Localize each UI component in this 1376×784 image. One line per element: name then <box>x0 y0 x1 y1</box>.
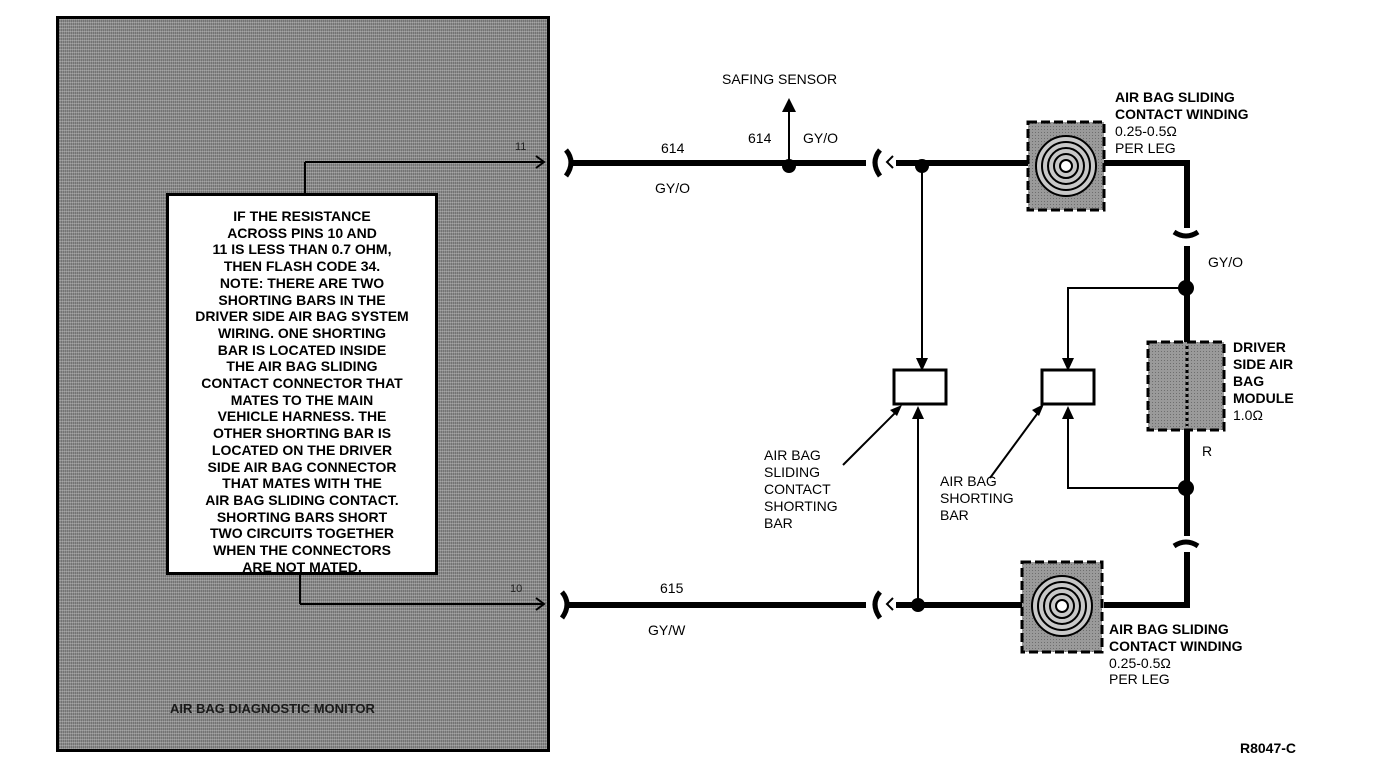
note-line: ARE NOT MATED. <box>242 558 362 575</box>
pin-11-label: 11 <box>515 141 526 153</box>
circuit-615-label: 615 <box>660 580 684 596</box>
winding-bottom-label-2: CONTACT WINDING <box>1109 638 1243 654</box>
connector-615-left <box>559 590 570 620</box>
contact-shorting-bar-label-3: CONTACT <box>764 481 831 497</box>
contact-shorting-bar-label-2: SLIDING <box>764 464 821 480</box>
note-line: AIR BAG SLIDING CONTACT. <box>205 491 399 508</box>
note-line: SIDE AIR BAG CONNECTOR <box>207 458 397 475</box>
circuit-614-right-label: 614 <box>748 130 772 146</box>
figure-id: R8047-C <box>1240 740 1297 756</box>
note-line: DRIVER SIDE AIR BAG SYSTEM <box>195 308 409 325</box>
note-line: WIRING. ONE SHORTING <box>218 324 386 341</box>
note-line: THEN FLASH CODE 34. <box>223 258 381 275</box>
contact-shorting-bar-label-5: BAR <box>764 515 793 531</box>
circuit-614-left-label: 614 <box>661 140 685 156</box>
note-line: BAR IS LOCATED INSIDE <box>217 341 387 358</box>
note-line: WHEN THE CONNECTORS <box>213 542 391 559</box>
winding-top <box>1026 120 1106 212</box>
module-label-2: SIDE AIR <box>1233 356 1294 372</box>
note-line: ACROSS PINS 10 AND <box>227 224 377 241</box>
color-gyo-top-label: GY/O <box>655 180 691 196</box>
wire-top-to-module <box>1104 160 1190 228</box>
module-label-1: DRIVER <box>1233 339 1286 355</box>
winding-bottom-label-1: AIR BAG SLIDING <box>1109 621 1229 637</box>
contact-shorting-bar-box <box>892 368 948 406</box>
module-label-3: BAG <box>1233 373 1265 389</box>
pin-10-label: 10 <box>510 583 522 595</box>
winding-top-resistance: 0.25-0.5Ω <box>1115 123 1177 139</box>
note-line: SHORTING BARS IN THE <box>218 291 386 308</box>
winding-top-label-2: CONTACT WINDING <box>1115 106 1249 122</box>
module-resistance: 1.0Ω <box>1233 407 1263 423</box>
winding-bottom <box>1020 560 1104 654</box>
connector-614-left <box>563 148 574 178</box>
safing-sensor-label: SAFING SENSOR <box>722 71 838 87</box>
note-line: LOCATED ON THE DRIVER <box>211 441 393 458</box>
connector-right-top <box>1172 229 1200 239</box>
color-gyw-label: GY/W <box>648 622 686 638</box>
pin-11-leader <box>304 155 546 193</box>
winding-bottom-resistance: 0.25-0.5Ω <box>1109 655 1171 671</box>
winding-bottom-per-leg: PER LEG <box>1109 671 1170 687</box>
connector-615-right <box>872 590 883 620</box>
note-line: IF THE RESISTANCE <box>233 208 371 224</box>
shorting-bar-label-2: SHORTING <box>940 490 1014 506</box>
note-line: TWO CIRCUITS TOGETHER <box>209 525 395 542</box>
diagnostic-note: IF THE RESISTANCE ACROSS PINS 10 AND 11 … <box>166 193 438 575</box>
note-line: NOTE: THERE ARE TWO <box>219 274 385 291</box>
winding-top-label-1: AIR BAG SLIDING <box>1115 89 1235 105</box>
note-line: VEHICLE HARNESS. THE <box>217 408 387 425</box>
color-r-label: R <box>1202 443 1213 459</box>
color-gyo-branch-label: GY/O <box>803 130 839 146</box>
connector-right-bottom <box>1172 539 1200 549</box>
winding-top-per-leg: PER LEG <box>1115 140 1176 156</box>
contact-shorting-bar-label-1: AIR BAG <box>764 447 821 463</box>
driver-airbag-module <box>1146 340 1226 432</box>
wire-bottom-to-module <box>1104 552 1190 608</box>
splice-safing <box>782 159 796 173</box>
note-line: OTHER SHORTING BAR IS <box>212 425 392 442</box>
shorting-bar-label-1: AIR BAG <box>940 473 997 489</box>
shorting-bar-box <box>1040 368 1096 406</box>
diagnostic-monitor-label: AIR BAG DIAGNOSTIC MONITOR <box>170 701 375 716</box>
note-line: SHORTING BARS SHORT <box>216 508 388 525</box>
note-line: MATES TO THE MAIN <box>230 391 374 408</box>
safing-sensor-arrow <box>782 98 796 112</box>
shorting-bar-label-3: BAR <box>940 507 969 523</box>
module-label-4: MODULE <box>1233 390 1294 406</box>
pin-10-leader <box>299 575 546 611</box>
note-line: THAT MATES WITH THE <box>222 475 382 492</box>
connector-614-right <box>872 148 883 178</box>
note-line: THE AIR BAG SLIDING <box>226 358 378 375</box>
contact-shorting-bar-label-4: SHORTING <box>764 498 838 514</box>
note-line: 11 IS LESS THAN 0.7 OHM, <box>212 241 392 258</box>
color-gyo-right-label: GY/O <box>1208 254 1244 270</box>
note-line: CONTACT CONNECTOR THAT <box>201 375 403 392</box>
